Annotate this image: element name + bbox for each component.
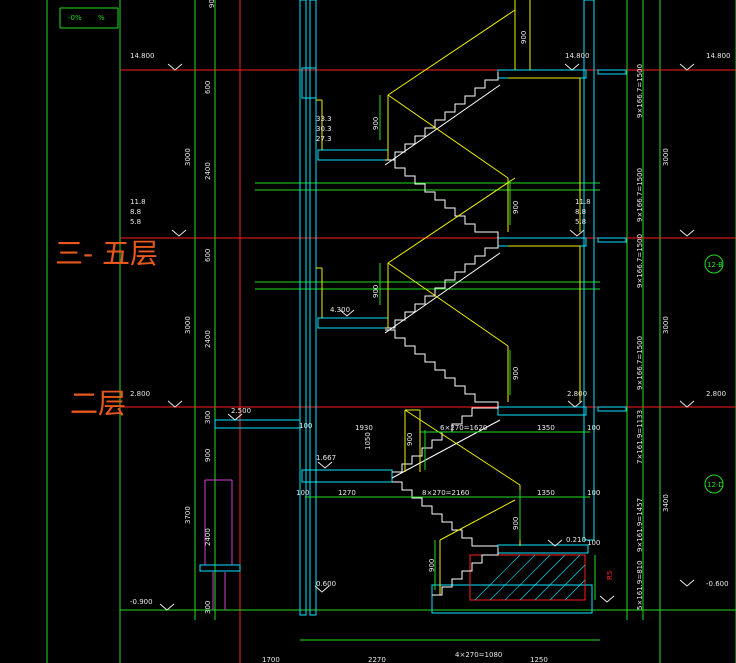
elevation-label: -0.900	[130, 598, 153, 606]
level-stack-value: 30.3	[316, 125, 332, 133]
vertical-dimension: 3000	[662, 148, 670, 166]
vertical-dimension: 900	[204, 449, 212, 462]
horizontal-dimension: 1350	[537, 424, 555, 432]
inner-dimension: 100	[587, 539, 600, 547]
horizontal-dimension: 100	[587, 424, 600, 432]
level-markers	[159, 63, 695, 611]
vertical-dimension: 3000	[184, 316, 192, 334]
level-stack-value: 8.8	[575, 208, 586, 216]
vertical-dimension: 600	[204, 81, 212, 94]
vertical-dimension: 9×166.7=1500	[636, 234, 644, 288]
horizontal-dimension: 2270	[368, 656, 386, 663]
elevation-label: 14.800	[706, 52, 731, 60]
vertical-dimension: 9×161.9=1457	[636, 498, 644, 552]
inner-dimension: 900	[520, 31, 528, 44]
vertical-dimension: 300	[204, 411, 212, 424]
walls	[214, 0, 627, 616]
inner-dimension: 900	[428, 559, 436, 572]
inner-dimension: 900	[512, 517, 520, 530]
vertical-dimension: 3000	[184, 148, 192, 166]
horizontal-dimension: 1930	[355, 424, 373, 432]
handwritten-note-floors-3-5: 三- 五层	[55, 237, 158, 270]
inner-dimension: 1050	[364, 432, 372, 450]
inner-dimension: 900	[406, 433, 414, 446]
handwritten-note-floor-2: 二层	[70, 387, 126, 420]
vertical-dimension: 7×161.9=1133	[636, 410, 644, 464]
level-stack-value: 27.3	[316, 135, 332, 143]
elevation-label: 0.210	[566, 536, 586, 544]
vertical-dimension: 9×166.7=1500	[636, 64, 644, 118]
stair-flights	[384, 72, 501, 596]
title-block-mark: %	[98, 14, 105, 22]
horizontal-dimension: 1270	[338, 489, 356, 497]
grid-lines	[46, 0, 736, 663]
axis-circle-12-D	[704, 474, 724, 494]
horizontal-dimension: 4×270=1080	[455, 651, 502, 659]
horizontal-dimension: 6×270=1620	[440, 424, 487, 432]
elevation-label: 2.800	[567, 390, 587, 398]
level-stack-value: 11.8	[575, 198, 591, 206]
vertical-dimension: 3400	[662, 494, 670, 512]
elevation-label: 2.500	[231, 407, 251, 415]
horizontal-dimension: 100	[587, 489, 600, 497]
vertical-dimension: 300	[204, 601, 212, 614]
elevation-label: 1.667	[316, 454, 336, 462]
level-lines	[120, 0, 736, 663]
axis-label: 12-D	[707, 481, 724, 489]
vertical-dimension: 5×161.9=810	[636, 560, 644, 610]
inner-dimension: 900	[512, 201, 520, 214]
dimension-lines	[300, 95, 600, 641]
railing-base	[199, 564, 241, 572]
level-stack-value: 5.8	[575, 218, 586, 226]
level-stack-value: 33.3	[316, 115, 332, 123]
horizontal-dimension: 1350	[537, 489, 555, 497]
vertical-dimension: 9×166.7=1500	[636, 168, 644, 222]
vertical-dimension: 2400	[204, 162, 212, 180]
horizontal-dimension: 1700	[262, 656, 280, 663]
railing-detail	[204, 479, 233, 610]
elevation-label: 2.800	[130, 390, 150, 398]
title-block-mark: -0%	[68, 14, 82, 22]
axis-label: 12-B	[707, 261, 723, 269]
inner-dimension: 900	[208, 0, 216, 8]
handrails	[316, 0, 581, 595]
vertical-dimension: 9×166.7=1500	[636, 336, 644, 390]
elevation-label: -0.600	[706, 580, 729, 588]
horizontal-dimension: 1250	[530, 656, 548, 663]
inner-dimension: 100	[299, 422, 312, 430]
elevation-label: 14.800	[565, 52, 590, 60]
elevation-label: 14.800	[130, 52, 155, 60]
inner-dimension: 900	[372, 285, 380, 298]
vertical-dimension: 600	[204, 249, 212, 262]
elevation-label: 0.600	[316, 580, 336, 588]
vertical-dimension: 2400	[204, 528, 212, 546]
vertical-dimension: 3000	[662, 316, 670, 334]
elevation-label: 4.300	[330, 306, 350, 314]
level-stack-value: 8.8	[130, 208, 141, 216]
elevation-label: 2.800	[706, 390, 726, 398]
vertical-dimension: 3700	[184, 506, 192, 524]
axis-circle-12-B	[704, 254, 724, 274]
vertical-dimension: 2400	[204, 330, 212, 348]
level-stack-value: 11.8	[130, 198, 146, 206]
inner-dimension: 900	[512, 367, 520, 380]
vertical-dimension: 900	[372, 117, 380, 130]
horizontal-dimension: 8×270=2160	[422, 489, 469, 497]
foundation-hatch	[469, 554, 586, 601]
vertical-dimension: R5	[606, 571, 614, 580]
horizontal-dimension: 100	[296, 489, 309, 497]
level-stack-value: 5.8	[130, 218, 141, 226]
